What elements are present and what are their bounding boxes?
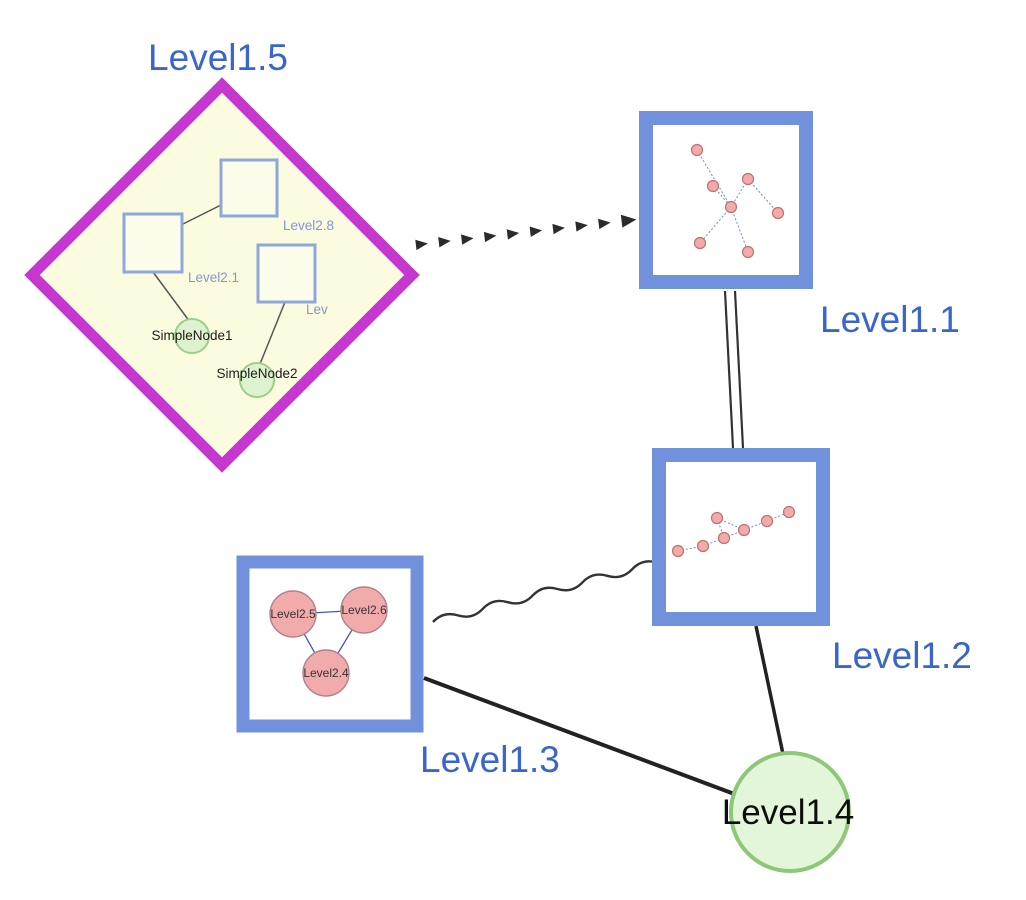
simplenode1-label: SimpleNode1	[151, 328, 232, 343]
edge-levC-simplenode2	[259, 301, 286, 365]
mini-node[interactable]	[771, 206, 785, 220]
child-square-lev[interactable]	[256, 243, 317, 304]
node-level12-group: Level1.2	[652, 448, 972, 676]
mini-node[interactable]	[717, 531, 731, 545]
child-node-level25[interactable]	[269, 590, 317, 638]
node-level13-group: Level2.5 Level2.6 Level2.4 Level1.3	[236, 555, 560, 780]
edge-level11-level12-double[interactable]	[723, 290, 745, 449]
level14-circle-shape[interactable]	[729, 751, 851, 873]
edge-level12-level14[interactable]	[754, 625, 785, 755]
child-square-level28[interactable]	[219, 158, 279, 218]
mini-node[interactable]	[696, 539, 710, 553]
mini-node[interactable]	[760, 514, 774, 528]
child-node-simplenode2[interactable]	[239, 362, 275, 398]
level12-square-shape[interactable]	[652, 448, 830, 626]
child-square-level21[interactable]	[122, 212, 184, 274]
mini-node[interactable]	[710, 511, 724, 525]
simplenode2-label: SimpleNode2	[216, 366, 297, 381]
edge-level21-level28	[182, 204, 222, 225]
level13-square-shape[interactable]	[236, 555, 424, 733]
node-level11-group: Level1.1	[639, 111, 960, 340]
level15-label: Level1.5	[148, 37, 288, 78]
mini-node[interactable]	[737, 523, 751, 537]
level15-diamond-shape[interactable]	[24, 77, 420, 473]
mini-node[interactable]	[782, 505, 796, 519]
level14-label: Level1.4	[722, 793, 854, 832]
level11-square-shape[interactable]	[639, 111, 813, 289]
mini-node[interactable]	[741, 172, 755, 186]
edge-level15-level11-dashed-arrow[interactable]	[415, 213, 638, 251]
mini-node[interactable]	[690, 143, 704, 157]
child-node-level26[interactable]	[340, 586, 388, 634]
edge-level21-simplenode1	[152, 271, 191, 323]
mini-node[interactable]	[693, 236, 707, 250]
mini-node[interactable]	[724, 200, 738, 214]
child-square-level28-label: Level2.8	[283, 218, 334, 233]
level12-label: Level1.2	[832, 635, 972, 676]
level13-label: Level1.3	[420, 739, 560, 780]
node-level15-group: Level1.5 Level2.8 Level2.1 Lev SimpleNod…	[24, 37, 420, 473]
child-node-simplenode1[interactable]	[174, 318, 210, 354]
level11-mini-nodes	[690, 143, 785, 259]
child-node-level24[interactable]	[302, 649, 350, 697]
level24-label: Level2.4	[303, 666, 349, 680]
edge-level13-level14[interactable]	[423, 676, 738, 797]
level11-label: Level1.1	[820, 299, 960, 340]
mini-node[interactable]	[706, 179, 720, 193]
edge-level13-level12-wavy[interactable]	[432, 560, 658, 623]
level26-label: Level2.6	[341, 603, 387, 617]
child-square-level21-label: Level2.1	[188, 270, 239, 285]
level25-label: Level2.5	[270, 607, 316, 621]
child-square-lev-label: Lev	[306, 302, 328, 317]
mini-node[interactable]	[741, 245, 755, 259]
mini-node[interactable]	[671, 544, 685, 558]
level12-mini-nodes	[671, 505, 796, 558]
node-level14: Level1.4	[722, 751, 854, 873]
